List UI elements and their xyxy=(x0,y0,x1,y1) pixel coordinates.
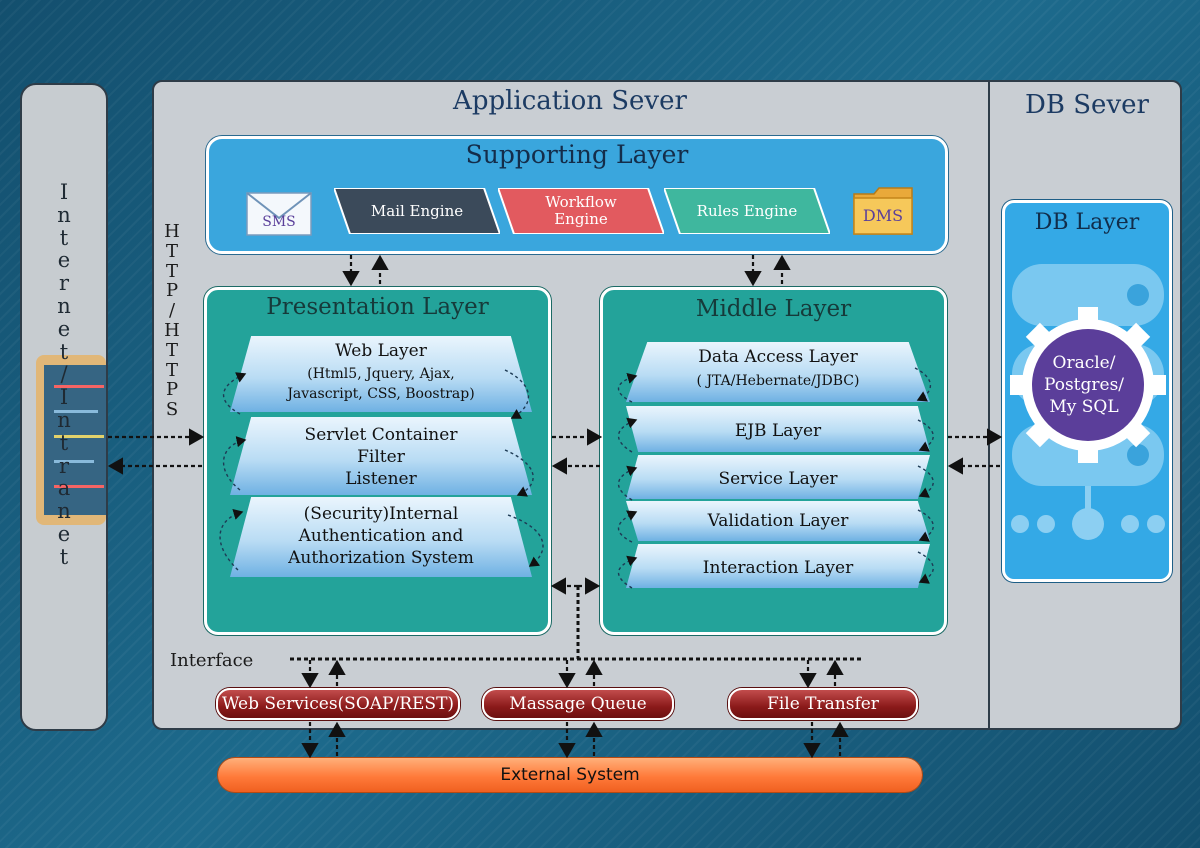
database-name-mysql: My SQL xyxy=(1049,397,1119,417)
internet-intranet-letter: / xyxy=(60,362,68,387)
security-layer: (Security)Internal Authentication and Au… xyxy=(230,497,532,577)
dms-label: DMS xyxy=(862,206,904,225)
internet-intranet-letter: e xyxy=(57,316,71,341)
data-access-layer: Data Access Layer ( JTA/Hebernate/JDBC) xyxy=(626,342,930,402)
database-names: Oracle/ Postgres/ My SQL xyxy=(1018,352,1150,418)
internet-intranet-letter: a xyxy=(57,476,71,501)
mail-engine-chip: Mail Engine xyxy=(334,188,500,234)
security-line2: Authentication and xyxy=(298,526,464,546)
http-https-letter: T xyxy=(165,339,178,361)
servlet-line1: Servlet Container xyxy=(304,425,458,445)
http-https-letter: H xyxy=(164,221,180,242)
web-layer-tech-line2: Javascript, CSS, Boostrap) xyxy=(287,386,475,402)
internet-intranet-letter: e xyxy=(57,248,71,273)
http-https-letter: H xyxy=(164,319,180,341)
database-server-icon xyxy=(1006,262,1170,562)
internet-intranet-letter: t xyxy=(59,544,69,569)
internet-intranet-letter: t xyxy=(59,430,69,455)
database-name-oracle: Oracle/ xyxy=(1052,353,1116,373)
internet-intranet-letter: n xyxy=(57,499,71,524)
monitor-illustration xyxy=(36,355,106,525)
internet-intranet-letter: r xyxy=(58,271,70,296)
dms-folder-icon: DMS xyxy=(852,186,914,236)
rules-engine-chip: Rules Engine xyxy=(664,188,830,234)
internet-intranet-letter: n xyxy=(57,293,71,318)
internet-intranet-letter: n xyxy=(57,407,71,432)
database-name-postgres: Postgres/ xyxy=(1043,375,1125,395)
internet-intranet-letter: e xyxy=(57,521,71,546)
message-queue-pill: Massage Queue xyxy=(482,688,674,720)
internet-intranet-letter: t xyxy=(59,339,69,364)
data-access-layer-sub: ( JTA/Hebernate/JDBC) xyxy=(696,373,860,389)
db-layer-title: DB Layer xyxy=(1034,210,1140,235)
data-access-layer-title: Data Access Layer xyxy=(698,347,858,367)
application-server-title: Application Sever xyxy=(453,86,687,116)
internet-intranet-letter: t xyxy=(59,225,69,250)
mail-engine-label: Mail Engine xyxy=(370,201,464,220)
http-https-letter: P xyxy=(165,379,179,401)
internet-intranet-letter: I xyxy=(59,180,69,204)
service-layer-label: Service Layer xyxy=(718,469,838,489)
workflow-engine-label: Workflow Engine xyxy=(545,193,617,228)
http-https-letter: P xyxy=(165,280,179,302)
http-https-letter: T xyxy=(165,359,178,381)
servlet-line2: Filter xyxy=(357,447,405,467)
security-line3: Authorization System xyxy=(288,548,474,568)
validation-layer-label: Validation Layer xyxy=(707,511,849,531)
web-layer-tech-line1: (Html5, Jquery, Ajax, xyxy=(307,366,455,382)
interface-label: Interface xyxy=(170,650,254,671)
db-server-title: DB Sever xyxy=(1025,90,1149,120)
presentation-layer-title: Presentation Layer xyxy=(266,294,489,320)
security-line1: (Security)Internal xyxy=(303,504,459,524)
internet-intranet-letter: I xyxy=(59,385,69,410)
workflow-engine-chip: Workflow Engine xyxy=(498,188,664,234)
file-transfer-pill: File Transfer xyxy=(728,688,918,720)
http-https-letter: T xyxy=(165,240,178,262)
servlet-line3: Listener xyxy=(345,469,417,489)
sms-envelope-icon: SMS xyxy=(246,192,312,236)
supporting-layer-title: Supporting Layer xyxy=(465,140,689,169)
internet-intranet-letter: r xyxy=(58,453,70,478)
sms-label: SMS xyxy=(262,214,296,230)
validation-layer: Validation Layer xyxy=(626,501,930,541)
web-services-pill: Web Services(SOAP/REST) xyxy=(216,688,460,720)
service-layer: Service Layer xyxy=(626,455,930,499)
ejb-layer-label: EJB Layer xyxy=(734,421,822,441)
rules-engine-label: Rules Engine xyxy=(696,201,798,220)
external-system-bar: External System xyxy=(218,758,922,792)
interaction-layer-label: Interaction Layer xyxy=(702,558,854,578)
servlet-container-layer: Servlet Container Filter Listener xyxy=(230,417,532,495)
http-https-letter: T xyxy=(165,260,178,282)
middle-layer-title: Middle Layer xyxy=(695,296,852,322)
ejb-layer: EJB Layer xyxy=(626,406,930,452)
interaction-layer: Interaction Layer xyxy=(626,544,930,588)
http-https-letter: S xyxy=(165,399,179,421)
web-layer-title: Web Layer xyxy=(335,341,427,361)
web-layer: Web Layer (Html5, Jquery, Ajax, Javascri… xyxy=(230,336,532,412)
http-https-letter: / xyxy=(168,300,176,322)
internet-intranet-letter: n xyxy=(57,202,71,227)
